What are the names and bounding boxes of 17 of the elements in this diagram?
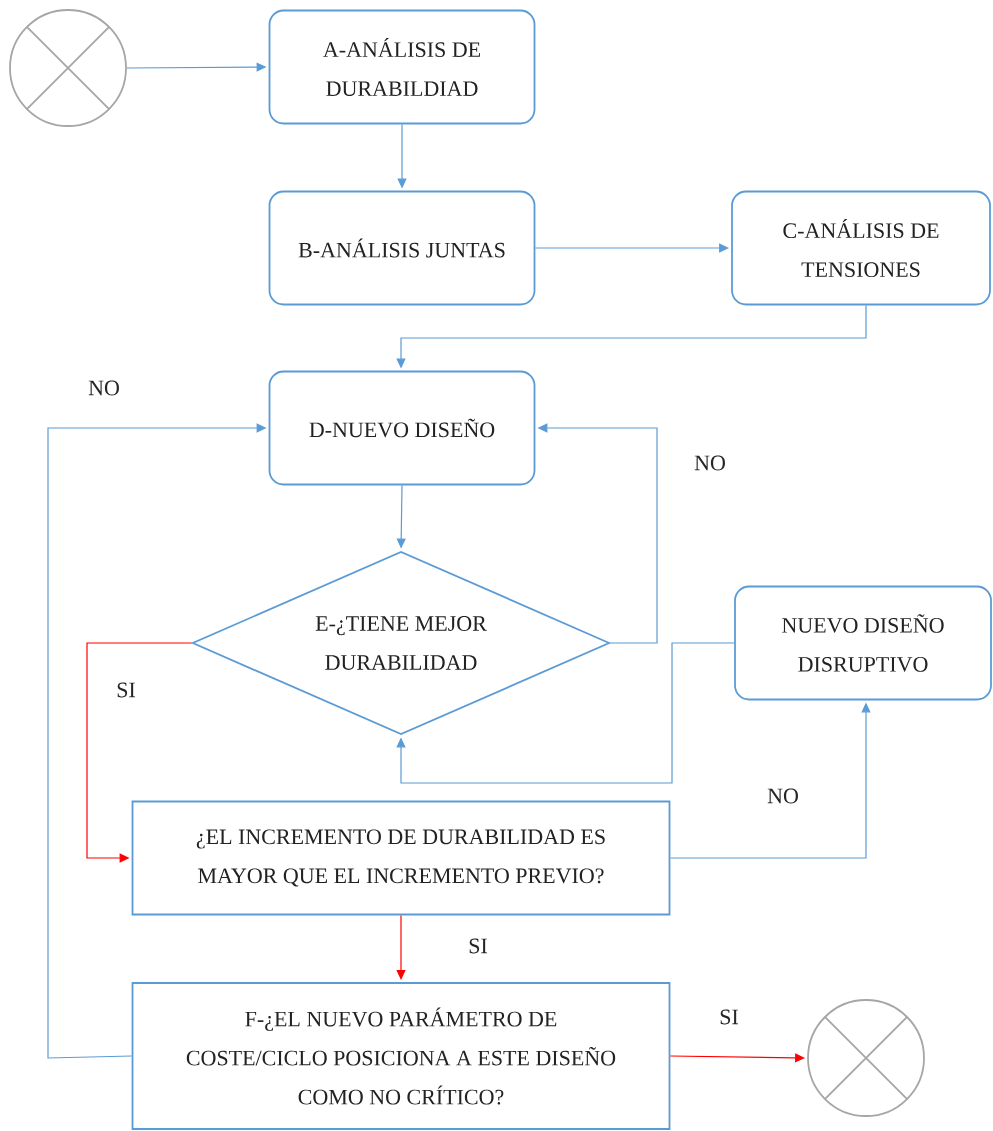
terminal-circle bbox=[807, 999, 925, 1117]
process-box: D-NUEVO DISEÑO bbox=[268, 370, 536, 486]
process-box: C-ANÁLISIS DE TENSIONES bbox=[731, 190, 991, 306]
edge-label: SI bbox=[114, 680, 138, 700]
edge-label: NO bbox=[692, 453, 728, 473]
edge-label: SI bbox=[717, 1007, 741, 1027]
process-box: NUEVO DISEÑO DISRUPTIVO bbox=[734, 585, 992, 701]
edge-label: NO bbox=[765, 786, 801, 806]
edge-label: NO bbox=[86, 378, 122, 398]
process-box: ¿EL INCREMENTO DE DURABILIDAD ES MAYOR QUE EL INCREMENTO PREVIO? bbox=[131, 800, 671, 916]
process-box: B-ANÁLISIS JUNTAS bbox=[268, 190, 536, 306]
arrow bbox=[396, 642, 735, 784]
edge-label: SI bbox=[466, 936, 490, 956]
process-box: F-¿EL NUEVO PARÁMETRO DE COSTE/CICLO POSICIONA A ESTE DISEÑO COMO NO CRÍTICO? bbox=[131, 982, 671, 1130]
terminal-circle bbox=[9, 9, 127, 127]
process-box: A-ANÁLISIS DE DURABILDIAD bbox=[268, 9, 536, 125]
arrow bbox=[86, 642, 193, 863]
